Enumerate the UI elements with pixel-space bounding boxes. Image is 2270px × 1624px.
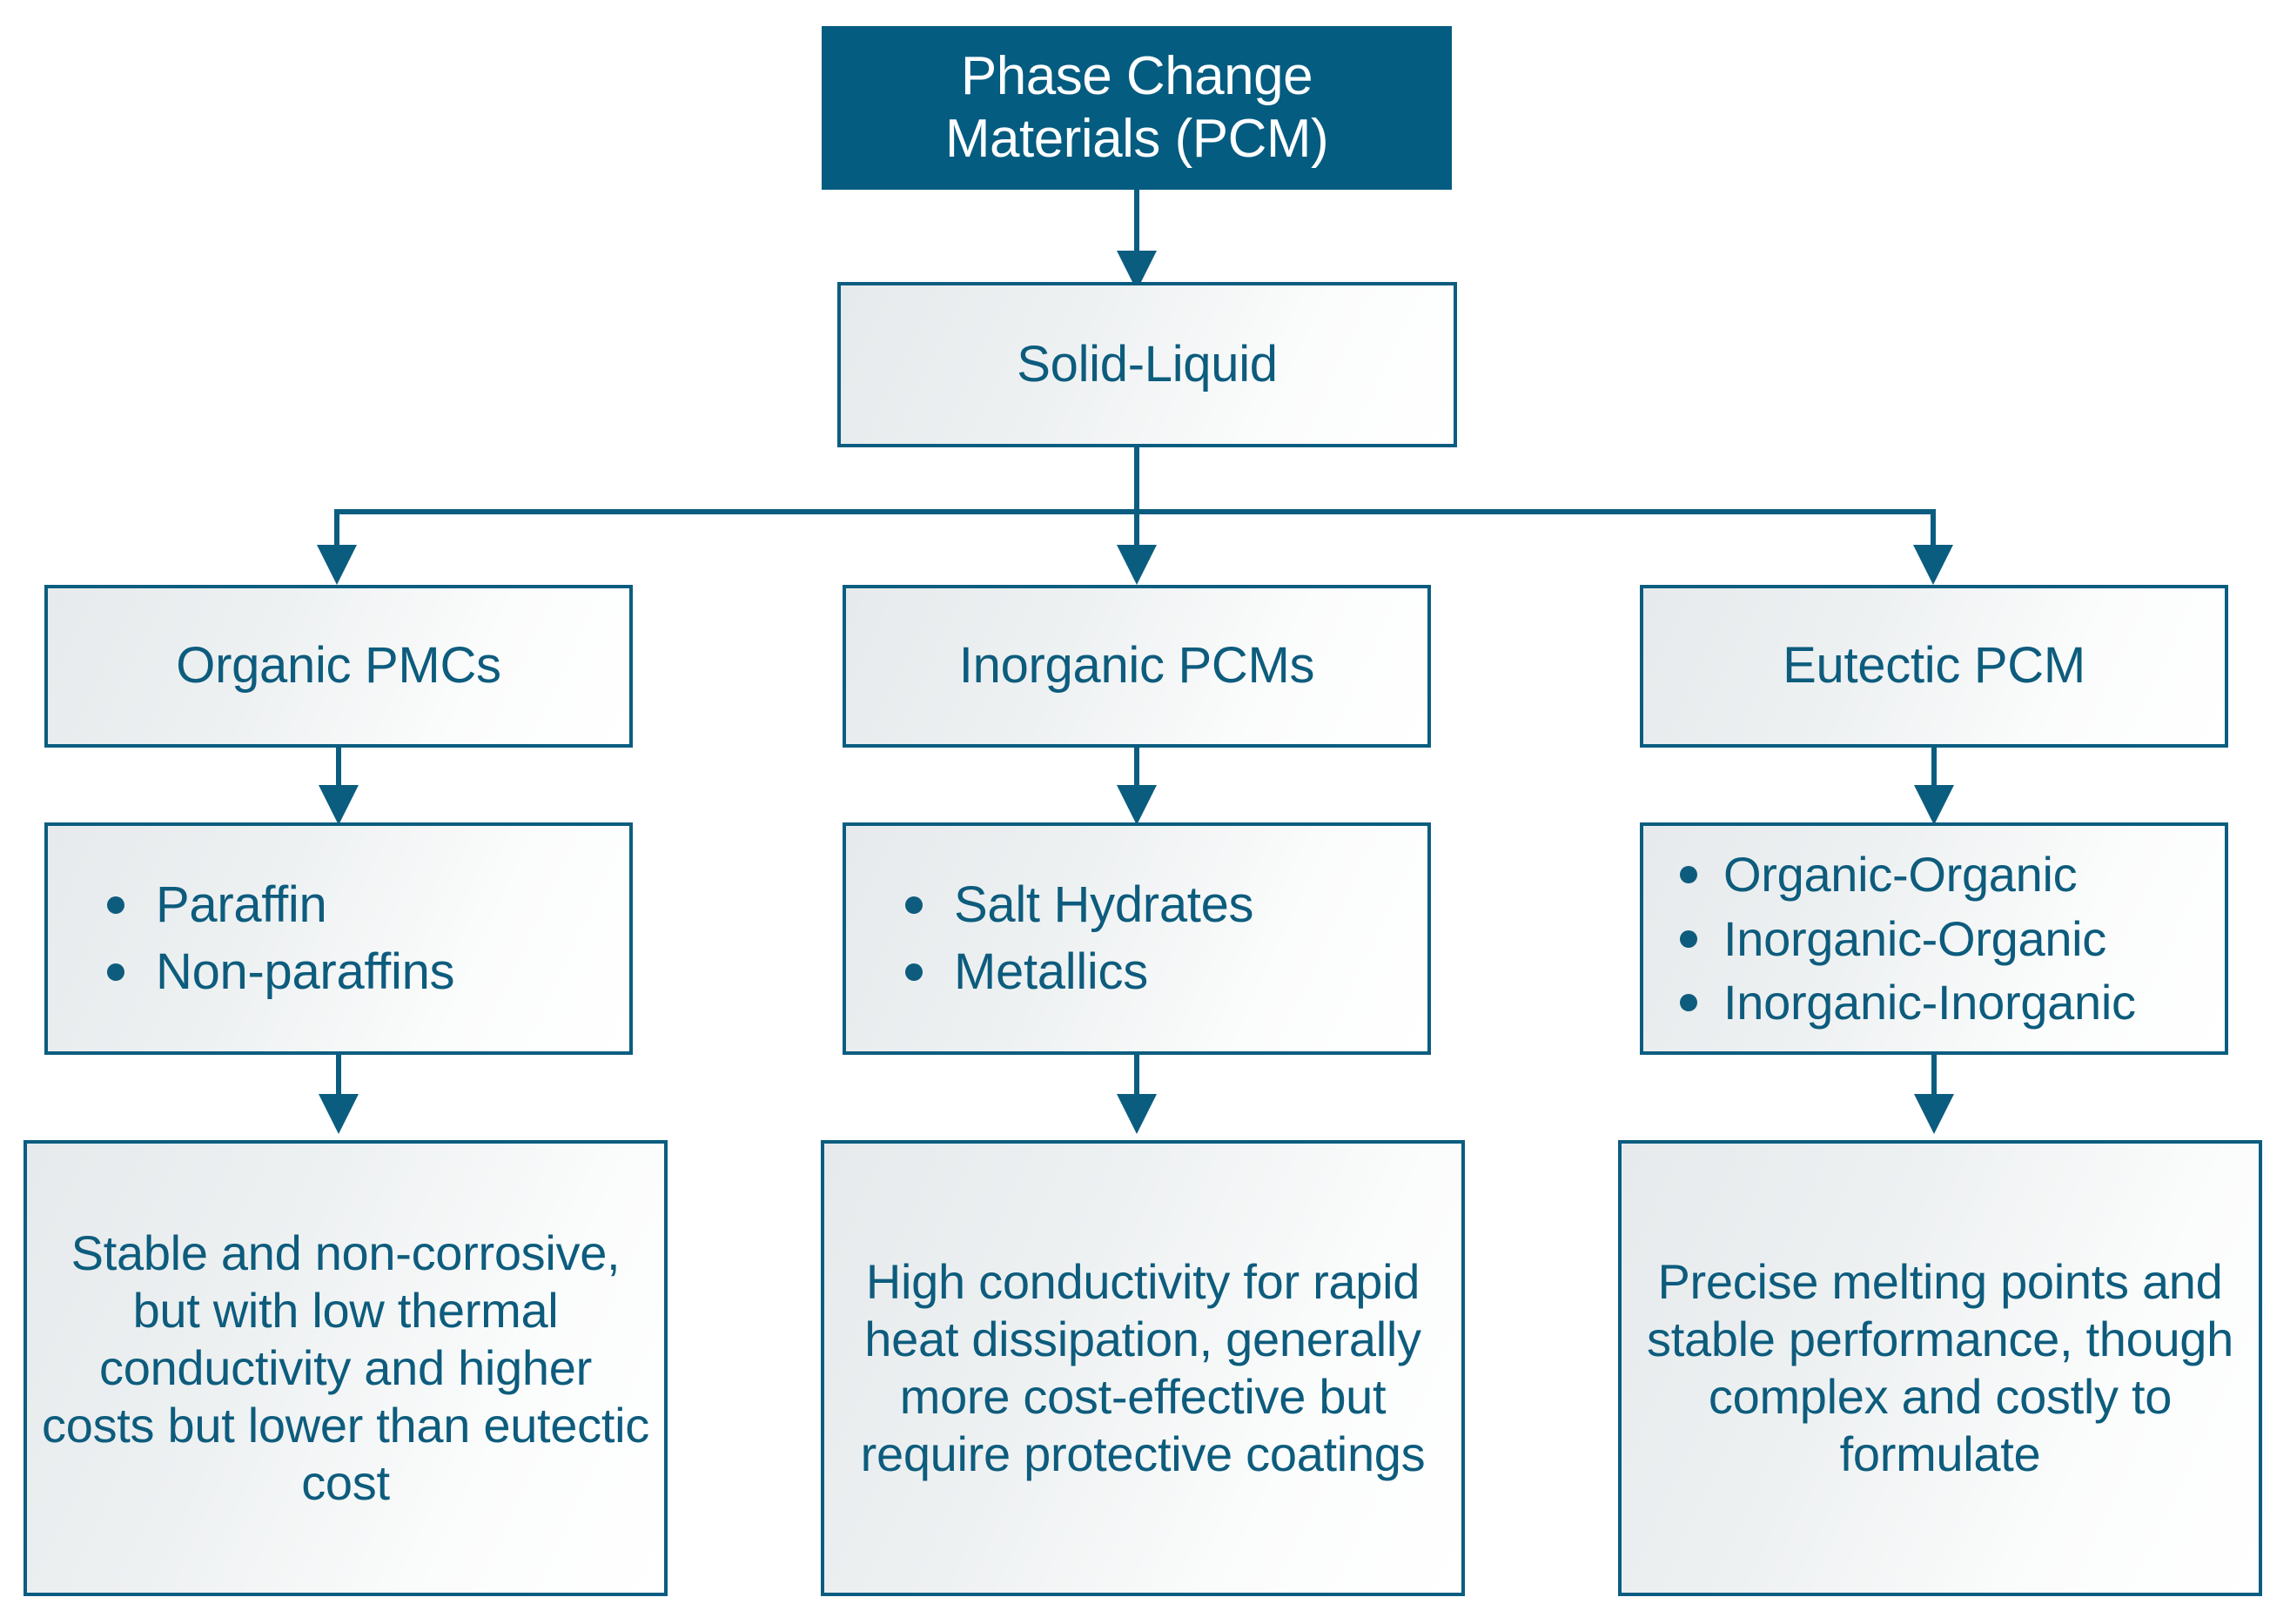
arrowhead-inorganic-items-to-desc [1117,1094,1157,1134]
list-item: Paraffin [102,872,629,939]
item-list-organic: Paraffin Non-paraffins [48,872,629,1005]
node-label-root: Phase Change Materials (PCM) [944,46,1329,169]
node-description-inorganic[interactable]: High conductivity for rapid heat dissipa… [821,1140,1465,1596]
arrowhead-eutectic-to-items [1914,785,1954,825]
node-phase-change-materials[interactable]: Phase Change Materials (PCM) [822,26,1452,190]
node-label-description-organic: Stable and non-corrosive, but with low t… [42,1225,649,1511]
connector-organic-items-to-desc [336,1055,341,1105]
arrowhead-bus-to-organic [317,545,357,585]
connector-root-to-solid-liquid [1134,190,1139,266]
list-item: Inorganic-Inorganic [1675,970,2225,1035]
connector-inorganic-items-to-desc [1134,1055,1139,1105]
node-label-description-inorganic: High conductivity for rapid heat dissipa… [860,1253,1426,1482]
node-category-organic[interactable]: Organic PMCs [44,585,633,748]
node-label-description-eutectic: Precise melting points and stable perfor… [1647,1253,2233,1482]
arrowhead-inorganic-to-items [1117,785,1157,825]
node-label-category-eutectic: Eutectic PCM [1783,637,2085,695]
node-label-category-inorganic: Inorganic PCMs [958,637,1315,695]
list-item: Inorganic-Organic [1675,907,2225,971]
connector-inorganic-to-items [1134,748,1139,796]
node-items-eutectic[interactable]: Organic-Organic Inorganic-Organic Inorga… [1640,822,2228,1055]
list-item: Non-paraffins [102,939,629,1006]
arrowhead-organic-items-to-desc [319,1094,359,1134]
node-items-organic[interactable]: Paraffin Non-paraffins [44,822,633,1055]
node-solid-liquid[interactable]: Solid-Liquid [837,282,1457,447]
list-item: Organic-Organic [1675,842,2225,907]
arrowhead-bus-to-inorganic [1117,545,1157,585]
node-label-solid-liquid: Solid-Liquid [1017,335,1278,393]
arrowhead-eutectic-items-to-desc [1914,1094,1954,1134]
connector-bus-to-organic [334,509,339,567]
connector-organic-to-items [336,748,341,796]
connector-bus-to-eutectic [1931,509,1936,567]
connector-solid-liquid-stem [1134,447,1139,512]
node-items-inorganic[interactable]: Salt Hydrates Metallics [843,822,1431,1055]
node-description-eutectic[interactable]: Precise melting points and stable perfor… [1618,1140,2262,1596]
item-list-eutectic: Organic-Organic Inorganic-Organic Inorga… [1643,842,2225,1036]
node-label-category-organic: Organic PMCs [176,637,501,695]
node-category-inorganic[interactable]: Inorganic PCMs [843,585,1431,748]
list-item: Metallics [900,939,1427,1006]
node-description-organic[interactable]: Stable and non-corrosive, but with low t… [24,1140,668,1596]
arrowhead-bus-to-eutectic [1913,545,1953,585]
connector-eutectic-items-to-desc [1931,1055,1937,1105]
item-list-inorganic: Salt Hydrates Metallics [846,872,1427,1005]
list-item: Salt Hydrates [900,872,1427,939]
arrowhead-organic-to-items [319,785,359,825]
node-category-eutectic[interactable]: Eutectic PCM [1640,585,2228,748]
connector-bus-to-inorganic [1134,509,1139,567]
connector-eutectic-to-items [1931,748,1937,796]
